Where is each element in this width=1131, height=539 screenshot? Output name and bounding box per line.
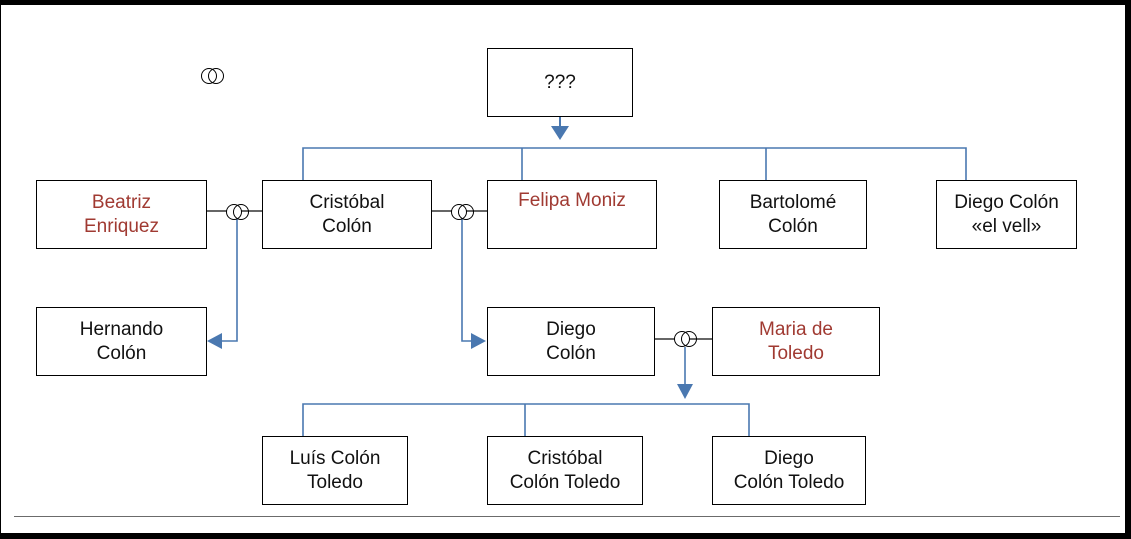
frame-edge-bottom: [0, 533, 1131, 539]
marriage-rings-icon: [225, 204, 249, 220]
node-diego-colon-toledo: Diego Colón Toledo: [712, 436, 866, 505]
marriage-rings-icon: [673, 331, 697, 347]
arrow-head-grandchildren: [677, 384, 693, 399]
node-label: Bartolomé Colón: [749, 191, 837, 237]
hernando-descent: [218, 219, 238, 342]
node-unknown-parent: ???: [487, 48, 633, 117]
node-bartolome-colon: Bartolomé Colón: [719, 180, 867, 249]
node-beatriz-enriquez: Beatriz Enriquez: [36, 180, 207, 249]
node-label: Diego Colón: [546, 318, 596, 364]
frame-edge-left: [0, 0, 1, 539]
grandchildren-descent: [302, 347, 750, 436]
marriage-rings-icon: [450, 204, 474, 220]
frame-edge-right: [1125, 0, 1131, 539]
node-cristobal-colon-toledo: Cristóbal Colón Toledo: [487, 436, 643, 505]
node-diego-colon-el-vell: Diego Colón «el vell»: [936, 180, 1077, 249]
node-diego-colon: Diego Colón: [487, 307, 655, 376]
node-label: Luís Colón Toledo: [289, 447, 381, 493]
arrow-head-top: [551, 126, 569, 140]
marriage-rings-icon: [200, 68, 224, 84]
siblings-bracket: [302, 147, 967, 180]
node-label: Hernando Colón: [79, 318, 164, 364]
frame-edge-top: [0, 0, 1131, 5]
diego-descent: [461, 219, 476, 342]
node-label: Cristóbal Colón Toledo: [509, 447, 621, 493]
inner-border-line: [14, 516, 1120, 517]
node-luis-colon-toledo: Luís Colón Toledo: [262, 436, 408, 505]
arrow-head-hernando: [207, 333, 222, 349]
node-label: Diego Colón «el vell»: [954, 191, 1059, 237]
node-label: Felipa Moniz: [518, 190, 626, 211]
node-hernando-colon: Hernando Colón: [36, 307, 207, 376]
node-felipa-moniz: Felipa Moniz: [487, 180, 657, 249]
node-cristobal-colon: Cristóbal Colón: [262, 180, 432, 249]
arrow-head-diego: [471, 333, 486, 349]
node-label: Maria de Toledo: [759, 318, 833, 364]
node-label: ???: [544, 71, 576, 93]
node-label: Diego Colón Toledo: [733, 447, 845, 493]
node-label: Beatriz Enriquez: [84, 191, 159, 237]
node-label: Cristóbal Colón: [309, 191, 385, 237]
node-maria-de-toledo: Maria de Toledo: [712, 307, 880, 376]
